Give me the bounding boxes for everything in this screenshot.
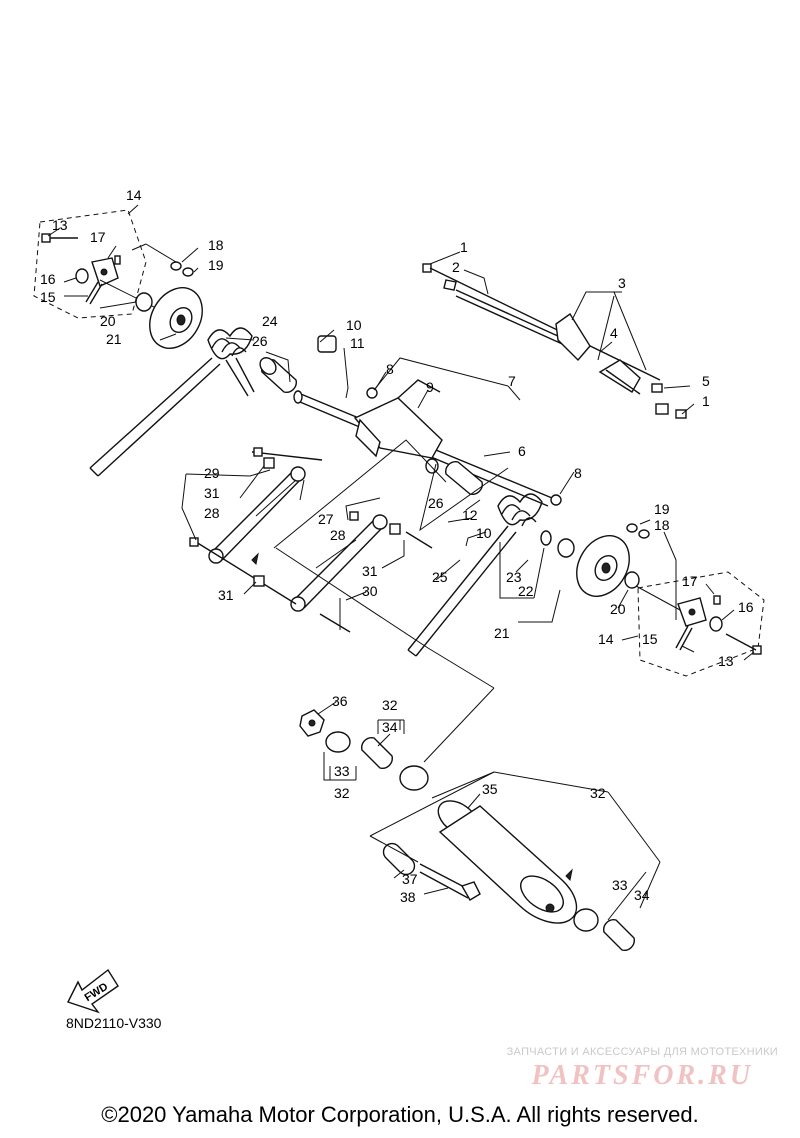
copyright-text: ©2020 Yamaha Motor Corporation, U.S.A. A…	[101, 1102, 699, 1127]
callout-15a: 15	[40, 289, 56, 305]
callout-24: 24	[262, 313, 278, 329]
callout-9: 9	[426, 379, 434, 395]
callout-17a: 17	[90, 229, 106, 245]
callout-8a: 8	[386, 361, 394, 377]
right-bracket-assembly	[626, 523, 765, 677]
link-plates	[189, 447, 433, 633]
right-torsion-spring	[407, 493, 575, 657]
callout-4: 4	[610, 325, 618, 341]
callout-14a: 14	[126, 187, 142, 203]
callout-19b: 19	[654, 501, 670, 517]
callout-10b: 10	[476, 525, 492, 541]
callout-32a: 32	[382, 697, 398, 713]
callout-19a: 19	[208, 257, 224, 273]
watermark-tagline: ЗАПЧАСТИ И АКСЕССУАРЫ ДЛЯ МОТОТЕХНИКИ	[506, 1046, 778, 1058]
callout-31c: 31	[218, 587, 234, 603]
callout-16b: 16	[738, 599, 754, 615]
diagram-code: 8ND2110-V330	[66, 1015, 162, 1031]
callout-36: 36	[332, 693, 348, 709]
callout-3: 3	[618, 275, 626, 291]
callout-21a: 21	[106, 331, 122, 347]
main-shaft	[293, 335, 562, 507]
callout-18b: 18	[654, 517, 670, 533]
callout-23: 23	[506, 569, 522, 585]
fwd-arrow-icon: FWD	[67, 968, 119, 1014]
watermark-logo: ЗАПЧАСТИ И АКСЕССУАРЫ ДЛЯ МОТОТЕХНИКИ PA…	[507, 1046, 778, 1092]
callout-34b: 34	[634, 887, 650, 903]
callout-15b: 15	[642, 631, 658, 647]
callout-1a: 1	[460, 239, 468, 255]
callout-30: 30	[362, 583, 378, 599]
callout-13a: 13	[52, 217, 68, 233]
callout-33a: 33	[334, 763, 350, 779]
callout-8b: 8	[574, 465, 582, 481]
callout-26a: 26	[428, 495, 444, 511]
callout-10a: 10	[346, 317, 362, 333]
direction-marker	[565, 868, 573, 882]
callout-2: 2	[452, 259, 460, 275]
right-idler-wheel	[576, 535, 640, 597]
callout-38: 38	[400, 889, 416, 905]
callout-31a: 31	[204, 485, 220, 501]
watermark-brand: PARTSFOR.RU	[531, 1060, 754, 1091]
callout-20a: 20	[100, 313, 116, 329]
callout-11: 11	[350, 335, 365, 351]
callout-numbers: 1 2 3 4 5 1 7 9 8 10 11 6 8 26 12 10 24 …	[40, 187, 754, 905]
callout-33b: 33	[612, 877, 628, 893]
callout-12: 12	[462, 507, 478, 523]
callout-13b: 13	[718, 653, 734, 669]
callout-29: 29	[204, 465, 220, 481]
callout-16a: 16	[40, 271, 56, 287]
callout-14b: 14	[598, 631, 614, 647]
direction-marker	[251, 552, 259, 566]
callout-31b: 31	[362, 563, 378, 579]
callout-1b: 1	[702, 393, 710, 409]
callout-35: 35	[482, 781, 498, 797]
callout-6: 6	[518, 443, 526, 459]
shock-absorber	[299, 709, 635, 951]
callout-32c: 32	[590, 785, 606, 801]
callout-22: 22	[518, 583, 534, 599]
callout-32b: 32	[334, 785, 350, 801]
callout-26b: 26	[252, 333, 268, 349]
callout-17b: 17	[682, 573, 698, 589]
callout-34a: 34	[382, 719, 398, 735]
left-bracket-assembly	[33, 204, 194, 321]
callout-37: 37	[402, 871, 418, 887]
left-idler-wheel	[149, 287, 203, 349]
callout-5: 5	[702, 373, 710, 389]
callout-28a: 28	[204, 505, 220, 521]
callout-21b: 21	[494, 625, 510, 641]
left-torsion-spring	[89, 327, 255, 477]
callout-20b: 20	[610, 601, 626, 617]
leader-lines	[47, 227, 755, 921]
upper-rod-bracket	[422, 263, 687, 419]
callout-7: 7	[508, 373, 516, 389]
bracket-marks	[329, 719, 405, 781]
callout-28b: 28	[330, 527, 346, 543]
left-spacer	[259, 357, 297, 393]
callout-27: 27	[318, 511, 334, 527]
callout-25: 25	[432, 569, 448, 585]
callout-18a: 18	[208, 237, 224, 253]
